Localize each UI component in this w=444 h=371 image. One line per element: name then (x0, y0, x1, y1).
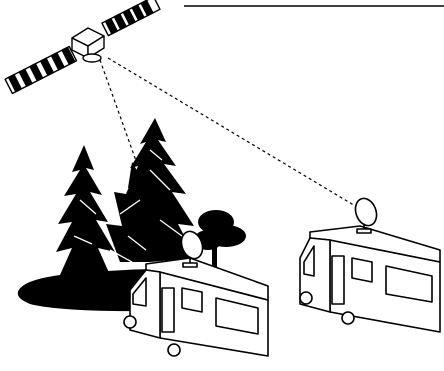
solar-panel-right (102, 0, 160, 36)
camper-right-panel (352, 258, 372, 282)
solar-panel-left (5, 47, 76, 94)
tree-small-right (194, 210, 246, 268)
camper-right-wheel-rear (342, 312, 354, 324)
camper-right-door (332, 256, 344, 304)
camper-van-right (300, 195, 440, 332)
camper-left-panel (182, 288, 202, 312)
tree-left (56, 145, 115, 275)
camper-left-wheel-front (124, 316, 136, 328)
camper-right-wheel-front (300, 292, 312, 304)
camper-left-wheel-rear (168, 344, 180, 356)
satellite-icon (5, 0, 160, 93)
camper-left-door (162, 288, 174, 332)
satellite-body (72, 28, 104, 62)
